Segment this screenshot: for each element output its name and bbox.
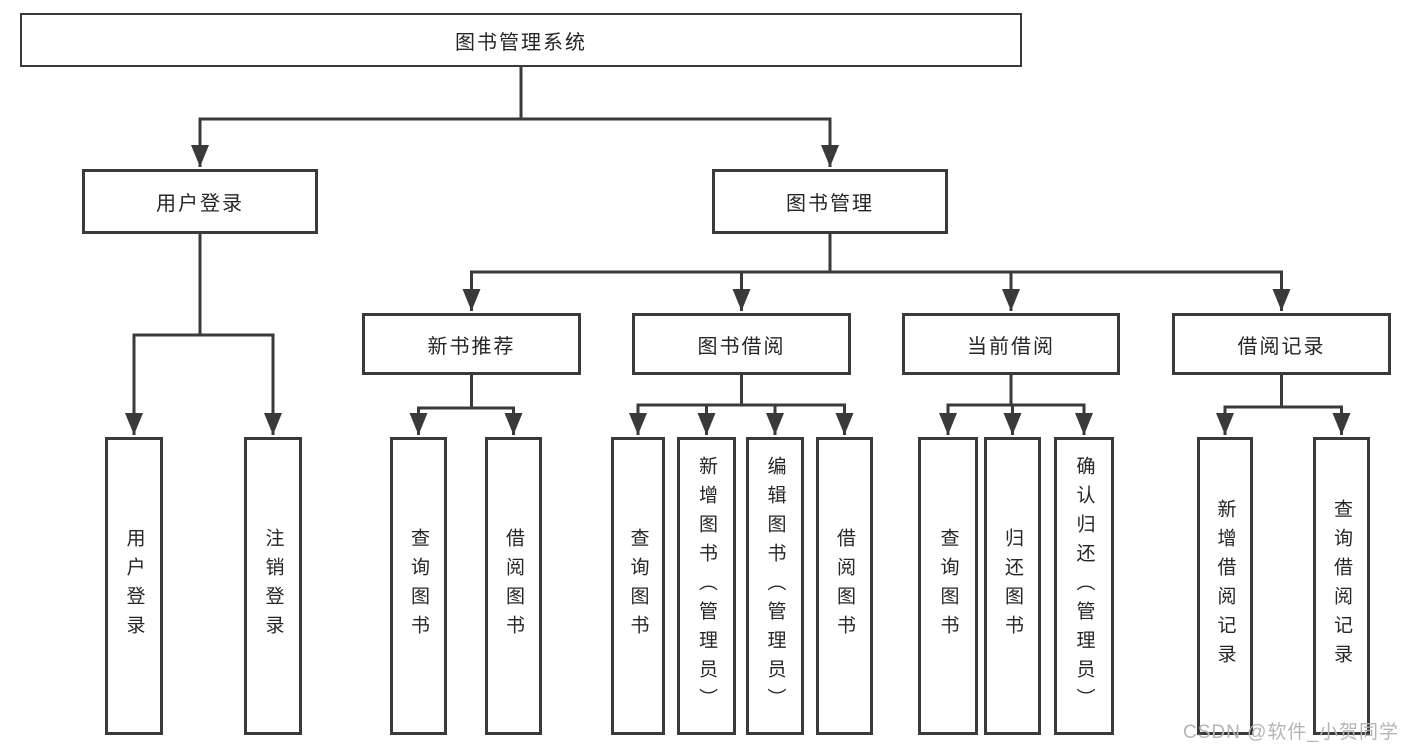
connector-root-to-level2: [191, 67, 839, 167]
leaf-query-books-1-label: 查询图书: [408, 528, 429, 644]
leaf-logout-label: 注销登录: [262, 528, 284, 644]
leaf-query-borrow-record: 查询借阅记录: [1313, 437, 1370, 735]
leaf-edit-books-admin-label: 编辑图书（管理员）: [764, 455, 786, 717]
connector-borrow-to-leaves: [629, 375, 854, 435]
leaf-borrow-books-1-label: 借阅图书: [503, 528, 524, 644]
connector-records-to-leaves: [1216, 375, 1351, 435]
node-new-book-recommend: 新书推荐: [362, 313, 581, 375]
node-current-borrow: 当前借阅: [902, 313, 1120, 375]
node-book-borrow: 图书借阅: [632, 313, 851, 375]
node-borrow-records: 借阅记录: [1172, 313, 1391, 375]
leaf-user-login-label: 用户登录: [123, 528, 145, 644]
leaf-query-books-3: 查询图书: [918, 437, 978, 735]
leaf-query-borrow-record-label: 查询借阅记录: [1331, 499, 1352, 673]
leaf-query-books-3-label: 查询图书: [937, 528, 959, 644]
leaf-confirm-return-admin-label: 确认归还（管理员）: [1073, 455, 1095, 717]
connector-login-to-leaves: [125, 234, 282, 435]
connector-newbooks-to-leaves: [409, 375, 523, 435]
leaf-borrow-books-1: 借阅图书: [485, 437, 542, 735]
leaf-add-books-admin: 新增图书（管理员）: [677, 437, 736, 735]
leaf-borrow-books-2: 借阅图书: [816, 437, 873, 735]
connector-current-to-leaves: [939, 375, 1093, 435]
leaf-borrow-books-2-label: 借阅图书: [834, 528, 855, 644]
leaf-query-books-2: 查询图书: [611, 437, 665, 735]
leaf-add-borrow-record-label: 新增借阅记录: [1214, 499, 1236, 673]
node-book-management: 图书管理: [712, 169, 948, 234]
leaf-add-books-admin-label: 新增图书（管理员）: [696, 455, 717, 717]
leaf-user-login: 用户登录: [105, 437, 163, 735]
node-root-system: 图书管理系统: [20, 13, 1022, 67]
connector-mgmt-to-level3: [462, 234, 1291, 311]
leaf-return-books-label: 归还图书: [1002, 528, 1023, 644]
leaf-edit-books-admin: 编辑图书（管理员）: [746, 437, 804, 735]
leaf-query-books-1: 查询图书: [390, 437, 447, 735]
leaf-logout: 注销登录: [244, 437, 302, 735]
leaf-add-borrow-record: 新增借阅记录: [1197, 437, 1253, 735]
node-user-login: 用户登录: [82, 169, 318, 234]
leaf-confirm-return-admin: 确认归还（管理员）: [1054, 437, 1114, 735]
leaf-return-books: 归还图书: [984, 437, 1041, 735]
csdn-watermark: CSDN @软件_小贺同学: [1183, 722, 1399, 743]
leaf-query-books-2-label: 查询图书: [627, 528, 649, 644]
